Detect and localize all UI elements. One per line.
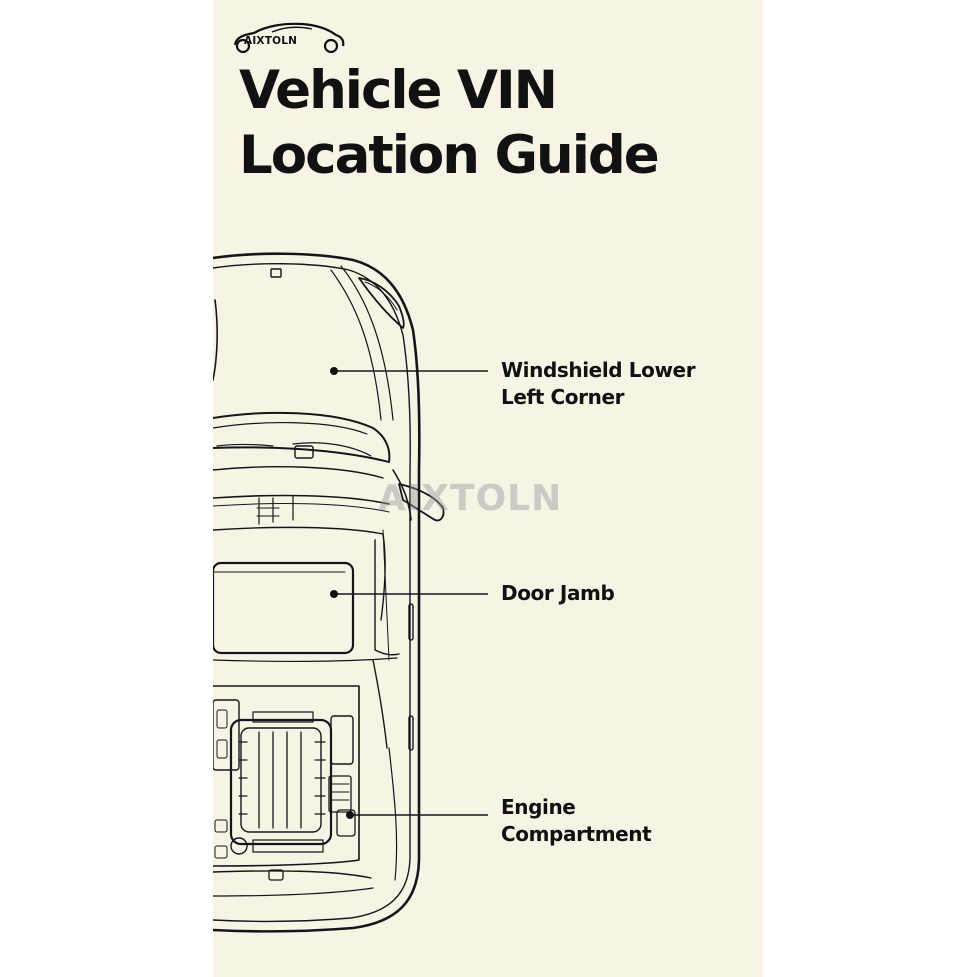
logo-text: AIXTOLN — [244, 35, 298, 47]
car-logo-icon — [233, 22, 345, 54]
callout-engine-line-2: Compartment — [501, 822, 652, 846]
callout-dot-door-jamb — [330, 590, 338, 598]
callout-door-jamb-line-1: Door Jamb — [501, 581, 615, 605]
callout-engine-compartment: Engine Compartment — [501, 794, 652, 848]
callout-engine-line-1: Engine — [501, 795, 576, 819]
callout-door-jamb: Door Jamb — [501, 580, 615, 607]
callout-windshield-line-1: Windshield Lower — [501, 358, 696, 382]
title-line-2: Location Guide — [239, 125, 660, 186]
callout-windshield-line-2: Left Corner — [501, 385, 625, 409]
brand-logo: AIXTOLN — [232, 18, 346, 54]
car-top-view-illustration — [213, 252, 488, 933]
callout-windshield-lower-left-corner: Windshield Lower Left Corner — [501, 357, 696, 411]
callout-dot-windshield — [330, 367, 338, 375]
page-title: Vehicle VIN Location Guide — [239, 58, 660, 188]
title-line-1: Vehicle VIN — [239, 60, 558, 121]
callout-dot-engine — [346, 811, 354, 819]
watermark: AIXTOLN — [378, 478, 563, 519]
vin-guide-poster: AIXTOLN Vehicle VIN Location Guide — [213, 0, 763, 977]
